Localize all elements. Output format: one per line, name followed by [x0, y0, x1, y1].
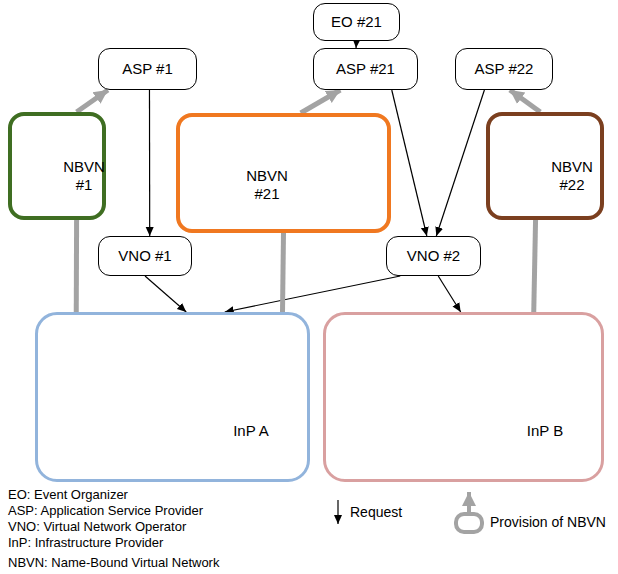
virtual-network-box: NBVN #1 — [8, 112, 106, 220]
virtual-network-box: NBVN #21 — [176, 113, 391, 233]
role-box: ASP #22 — [455, 48, 553, 90]
infrastructure-region: InP A — [35, 312, 310, 482]
role-box: VNO #1 — [98, 236, 192, 276]
request-arrow — [145, 276, 186, 312]
legend-text: Provision of NBVN — [490, 515, 606, 530]
node-label: NBVN #21 — [234, 167, 300, 203]
node-label: ASP #1 — [122, 60, 173, 78]
node-label: ASP #22 — [475, 60, 534, 78]
node-label: InP A — [211, 422, 291, 440]
node-label: VNO #2 — [407, 247, 460, 265]
abbreviation-note: InP: Infrastructure Provider — [8, 535, 163, 550]
infrastructure-region: InP B — [323, 312, 604, 482]
request-arrow — [436, 90, 484, 236]
role-box: VNO #2 — [386, 236, 481, 276]
provision-connector — [74, 220, 79, 312]
node-label: InP B — [505, 422, 585, 440]
abbreviation-note: EO: Event Organizer — [8, 487, 128, 502]
node-label: NBVN #1 — [58, 158, 110, 194]
legend-request-sample — [338, 500, 339, 524]
role-box: EO #21 — [313, 3, 400, 41]
request-arrow — [225, 276, 401, 312]
node-label: ASP #21 — [336, 60, 395, 78]
abbreviation-note: ASP: Application Service Provider — [8, 503, 203, 518]
request-arrow — [438, 276, 460, 312]
legend-provision-sample — [456, 492, 482, 532]
abbreviation-note: VNO: Virtual Network Operator — [8, 519, 186, 534]
abbreviation-note: NBVN: Name-Bound Virtual Network — [8, 555, 219, 570]
node-label: VNO #1 — [118, 247, 171, 265]
request-arrow — [355, 41, 357, 48]
provision-connector — [301, 90, 341, 113]
virtual-network-box: NBVN #22 — [486, 112, 604, 220]
provision-connector — [77, 90, 108, 112]
node-label: NBVN #22 — [546, 158, 598, 194]
provision-connector — [283, 233, 284, 312]
legend-text: Request — [350, 505, 402, 520]
role-box: ASP #21 — [313, 48, 418, 90]
provision-connector — [510, 90, 540, 112]
request-arrow — [149, 90, 150, 236]
node-label: EO #21 — [331, 13, 382, 31]
role-box: ASP #1 — [98, 48, 197, 90]
request-arrow — [392, 90, 427, 236]
provision-connector — [534, 220, 536, 312]
